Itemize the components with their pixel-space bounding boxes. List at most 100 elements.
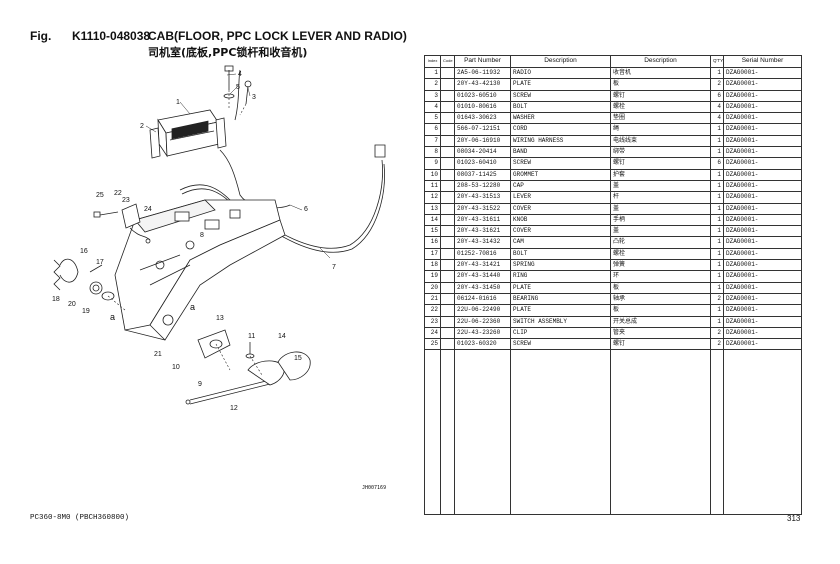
cell-code <box>440 247 455 261</box>
cell-desc-en: PLATE <box>510 304 611 317</box>
callout-2: 2 <box>140 123 144 130</box>
cell-qty: 1 <box>710 315 724 328</box>
cell-desc-cn: 螺钉 <box>610 89 711 102</box>
callout-4: 4 <box>238 71 242 78</box>
cell-index: 9 <box>424 157 441 170</box>
empty-cell <box>610 349 711 516</box>
cell-index: 10 <box>424 168 441 181</box>
cell-serial: DZAG0001- <box>723 202 802 215</box>
cell-code <box>440 270 455 283</box>
callout-23: 23 <box>122 197 130 204</box>
callout-a-right: a <box>190 302 195 312</box>
cell-index: 1 <box>424 66 441 80</box>
cell-desc-en: RADIO <box>510 66 611 80</box>
cell-desc-cn: 环 <box>610 270 711 283</box>
cell-desc-cn: 管夹 <box>610 326 711 340</box>
cell-desc-cn: 垫圈 <box>610 112 711 125</box>
cell-code <box>440 123 455 136</box>
cell-index: 17 <box>424 247 441 261</box>
cell-part: 20Y-43-31522 <box>454 202 511 215</box>
callout-15: 15 <box>294 355 302 362</box>
cell-desc-en: BOLT <box>510 100 611 114</box>
cell-part: 20Y-43-31432 <box>454 236 511 249</box>
cell-index: 6 <box>424 123 441 136</box>
footer-model: PC360-8M0 (PBCH360800) <box>30 514 130 522</box>
cell-code <box>440 157 455 170</box>
cell-index: 8 <box>424 146 441 159</box>
cell-desc-cn: 螺钉 <box>610 338 711 351</box>
cell-qty: 1 <box>710 281 724 294</box>
cell-desc-en: BOLT <box>510 247 611 261</box>
page-title: CAB(FLOOR, PPC LOCK LEVER AND RADIO) <box>148 29 407 43</box>
cell-code <box>440 304 455 317</box>
cell-part: 08034-20414 <box>454 146 511 159</box>
cell-index: 4 <box>424 100 441 114</box>
parts-table: Index Code Part Number Description Descr… <box>424 55 802 516</box>
cell-qty: 2 <box>710 78 724 91</box>
cell-desc-en: SPRING <box>510 259 611 272</box>
cell-qty: 1 <box>710 213 724 227</box>
empty-cell <box>510 349 611 516</box>
cell-part: 208-53-12280 <box>454 179 511 193</box>
cell-desc-en: RING <box>510 270 611 283</box>
cell-qty: 1 <box>710 146 724 159</box>
cell-qty: 1 <box>710 259 724 272</box>
col-description-en: Description <box>510 55 611 68</box>
cell-desc-en: SCREW <box>510 89 611 102</box>
cell-part: 22U-06-22490 <box>454 304 511 317</box>
cell-qty: 1 <box>710 304 724 317</box>
table-header-row: Index Code Part Number Description Descr… <box>424 55 802 68</box>
cell-index: 23 <box>424 315 441 328</box>
cell-serial: DZAG0001- <box>723 78 802 91</box>
page-subtitle: 司机室(底板,PPC锁杆和收音机) <box>148 46 308 59</box>
cell-part: 01023-60510 <box>454 89 511 102</box>
cell-desc-cn: 开关总成 <box>610 315 711 328</box>
cell-desc-cn: 收音机 <box>610 66 711 80</box>
cell-qty: 1 <box>710 270 724 283</box>
cell-serial: DZAG0001- <box>723 225 802 238</box>
cell-part: 20Y-43-31621 <box>454 225 511 238</box>
cell-serial: DZAG0001- <box>723 236 802 249</box>
empty-cell <box>424 349 441 516</box>
cell-desc-cn: 盖 <box>610 202 711 215</box>
callout-10: 10 <box>172 364 180 371</box>
cell-qty: 1 <box>710 247 724 261</box>
cell-serial: DZAG0001- <box>723 259 802 272</box>
cell-index: 19 <box>424 270 441 283</box>
callout-9: 9 <box>198 381 202 388</box>
cell-code <box>440 326 455 340</box>
cell-index: 2 <box>424 78 441 91</box>
cell-desc-en: LEVER <box>510 191 611 204</box>
callout-8: 8 <box>200 232 204 239</box>
cell-qty: 6 <box>710 157 724 170</box>
cell-part: 20Y-43-31513 <box>454 191 511 204</box>
cell-part: 20Y-43-31440 <box>454 270 511 283</box>
cell-serial: DZAG0001- <box>723 134 802 148</box>
cell-serial: DZAG0001- <box>723 89 802 102</box>
cell-index: 15 <box>424 225 441 238</box>
table-filler-row <box>424 349 802 516</box>
cell-part: 22U-06-22360 <box>454 315 511 328</box>
cell-desc-en: CORD <box>510 123 611 136</box>
callout-20: 20 <box>68 301 76 308</box>
cell-part: 08037-11425 <box>454 168 511 181</box>
callout-7: 7 <box>332 264 336 271</box>
cell-part: 01023-60320 <box>454 338 511 351</box>
page-number: 313 <box>787 514 801 523</box>
cell-code <box>440 236 455 249</box>
cell-code <box>440 292 455 306</box>
cell-desc-en: SWITCH ASSEMBLY <box>510 315 611 328</box>
parts-list: Index Code Part Number Description Descr… <box>424 55 802 516</box>
cell-code <box>440 179 455 193</box>
cell-qty: 6 <box>710 89 724 102</box>
cell-serial: DZAG0001- <box>723 191 802 204</box>
